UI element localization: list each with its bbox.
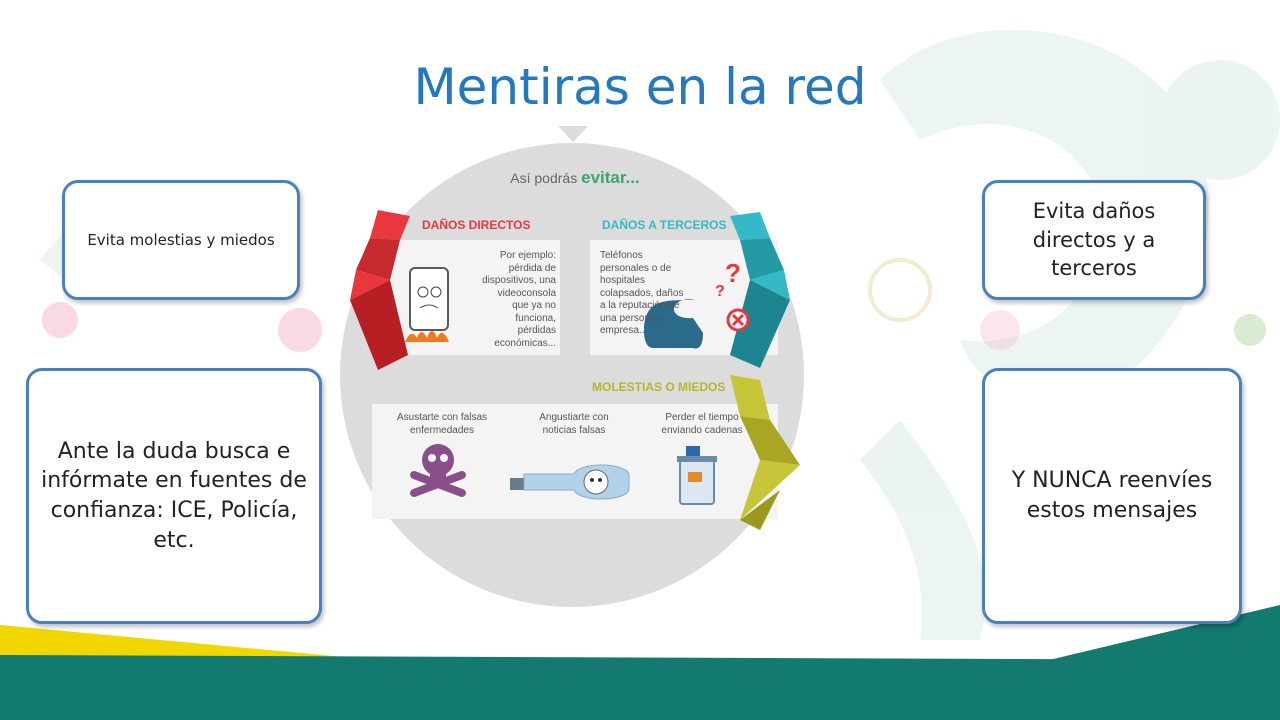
fear-item-2: Angustiarte con noticias falsas (539, 412, 609, 436)
infographic: ? ? Así podrás evitar (330, 120, 820, 618)
broken-phone-icon (405, 267, 449, 342)
fear-item-1: Asustarte con falsas enfermedades (396, 412, 488, 436)
direct-damage-text: Por ejemplo: pérdida de dispositivos, un… (482, 250, 556, 349)
header-emphasis: evitar... (581, 168, 640, 187)
teal-ribbon (730, 212, 790, 368)
third-damage-title: DAÑOS A TERCEROS (602, 218, 727, 232)
page-title: Mentiras en la red (413, 58, 867, 116)
fear-item-3: Perder el tiempo enviando cadenas (661, 412, 743, 436)
infographic-header: Así podrás evitar... (330, 168, 820, 188)
phone-question-icon: ? ? (643, 258, 750, 349)
card-never-forward: Y NUNCA reenvíes estos mensajes (982, 368, 1242, 624)
olive-ribbon (730, 375, 800, 530)
card-avoid-damages: Evita daños directos y a terceros (982, 180, 1206, 300)
bottle-cat-icon (510, 464, 630, 500)
trash-bin-icon (677, 446, 717, 505)
third-damage-text: Teléfonos personales o de hospitales col… (600, 250, 684, 336)
direct-damage-title: DAÑOS DIRECTOS (422, 218, 531, 232)
card-check-sources: Ante la duda busca e infórmate en fuente… (26, 368, 322, 624)
card-avoid-fears: Evita molestias y miedos (62, 180, 300, 300)
fears-title: MOLESTIAS O MIEDOS (592, 380, 726, 394)
header-prefix: Así podrás (510, 170, 582, 186)
infographic-graphics: ? ? (330, 120, 820, 618)
svg-text:?: ? (725, 258, 741, 288)
footer-teal-band (0, 655, 1280, 720)
svg-text:?: ? (715, 283, 725, 300)
red-ribbon (350, 210, 410, 370)
skull-icon (410, 444, 466, 497)
